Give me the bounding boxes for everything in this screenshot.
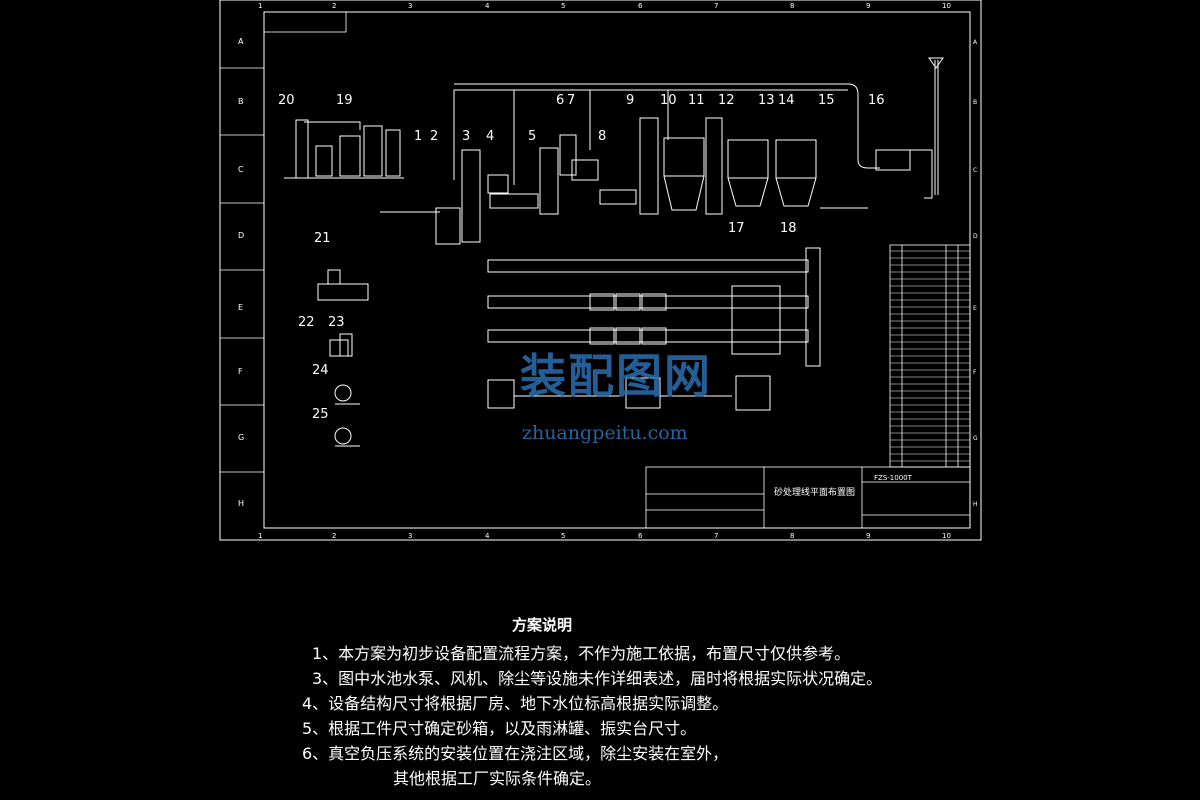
equipment-number: 17 — [728, 221, 745, 236]
process-line — [380, 57, 944, 245]
note-item: 3、图中水池水泵、风机、除尘等设施未作详细表述，届时将根据实际状况确定。 — [312, 669, 883, 688]
equipment-19-20 — [284, 119, 404, 179]
overhead-duct — [453, 83, 880, 185]
row-label: F — [973, 369, 977, 376]
inner-frame — [263, 11, 971, 529]
column-label: 4 — [485, 2, 490, 10]
equipment-number: 25 — [312, 407, 329, 422]
column-label: 9 — [866, 532, 870, 540]
column-label: 2 — [332, 2, 336, 10]
corner-box — [263, 11, 347, 33]
title-block — [645, 466, 971, 529]
parts-list-rows — [890, 250, 970, 462]
row-label: C — [238, 165, 244, 174]
equipment-number: 22 — [298, 315, 315, 330]
row-label: H — [973, 501, 978, 508]
column-label: 6 — [638, 2, 643, 10]
drawing-title: 砂处理线平面布置图 — [774, 486, 855, 498]
row-label: G — [238, 433, 244, 442]
column-label: 9 — [866, 2, 870, 10]
equipment-number: 21 — [314, 231, 331, 246]
column-label: 8 — [790, 532, 794, 540]
equipment-number: 18 — [780, 221, 797, 236]
watermark-name: 装配图网 — [520, 349, 712, 403]
equipment-number: 20 — [278, 93, 295, 108]
column-label: 10 — [942, 2, 951, 10]
equipment-number: 3 — [462, 129, 470, 144]
notes-title: 方案说明 — [512, 616, 573, 634]
equipment-number: 15 — [818, 93, 835, 108]
column-label: 8 — [790, 2, 794, 10]
equipment-number: 12 — [718, 93, 735, 108]
note-item: 6、真空负压系统的安装位置在浇注区域，除尘安装在室外， — [302, 744, 729, 763]
equipment-number: 14 — [778, 93, 795, 108]
column-label: 1 — [258, 532, 262, 540]
equipment-number: 24 — [312, 363, 329, 378]
equipment-number: 10 — [660, 93, 677, 108]
note-item: 1、本方案为初步设备配置流程方案，不作为施工依据，布置尺寸仅供参考。 — [312, 644, 851, 663]
column-label: 7 — [714, 532, 718, 540]
row-label: B — [238, 97, 244, 106]
column-label: 3 — [408, 532, 412, 540]
equipment-number: 19 — [336, 93, 353, 108]
column-label: 5 — [561, 532, 565, 540]
column-label: 4 — [485, 532, 490, 540]
equipment-number: 4 — [486, 129, 494, 144]
column-label: 1 — [258, 2, 262, 10]
column-label: 6 — [638, 532, 643, 540]
equipment-number: 16 — [868, 93, 885, 108]
row-label: G — [973, 435, 978, 442]
note-item: 4、设备结构尺寸将根据厂房、地下水位标高根据实际调整。 — [302, 694, 729, 713]
column-label: 2 — [332, 532, 336, 540]
row-labels: A A B B C C D D E E F F G G H H — [238, 37, 978, 508]
casting-lines — [487, 247, 821, 411]
equipment-number: 7 — [567, 93, 575, 108]
column-label: 10 — [942, 532, 951, 540]
column-label: 3 — [408, 2, 412, 10]
row-label: E — [238, 303, 243, 312]
note-item: 其他根据工厂实际条件确定。 — [393, 769, 602, 788]
row-label: C — [973, 167, 977, 174]
equipment-number: 9 — [626, 93, 634, 108]
row-label: A — [973, 39, 978, 46]
watermark-url: zhuangpeitu.com — [522, 422, 688, 444]
row-label: F — [238, 367, 243, 376]
column-label: 7 — [714, 2, 718, 10]
equipment-number: 13 — [758, 93, 775, 108]
row-dividers — [220, 67, 264, 473]
note-item: 5、根据工件尺寸确定砂箱，以及雨淋罐、振实台尺寸。 — [302, 719, 697, 738]
drawing-number: FZS-1000T — [874, 474, 913, 482]
equipment-number: 8 — [598, 129, 606, 144]
column-label: 5 — [561, 2, 565, 10]
equipment-number: 23 — [328, 315, 345, 330]
row-label: E — [973, 305, 977, 312]
auxiliary-equipment — [317, 269, 369, 447]
equipment-number: 2 — [430, 129, 438, 144]
row-label: D — [238, 231, 244, 240]
equipment-number: 5 — [528, 129, 536, 144]
row-label: D — [973, 233, 978, 240]
row-label: B — [973, 99, 977, 106]
row-label: H — [238, 499, 244, 508]
row-label: A — [238, 37, 244, 46]
equipment-number: 1 — [414, 129, 422, 144]
equipment-number: 6 — [556, 93, 564, 108]
equipment-number: 11 — [688, 93, 705, 108]
